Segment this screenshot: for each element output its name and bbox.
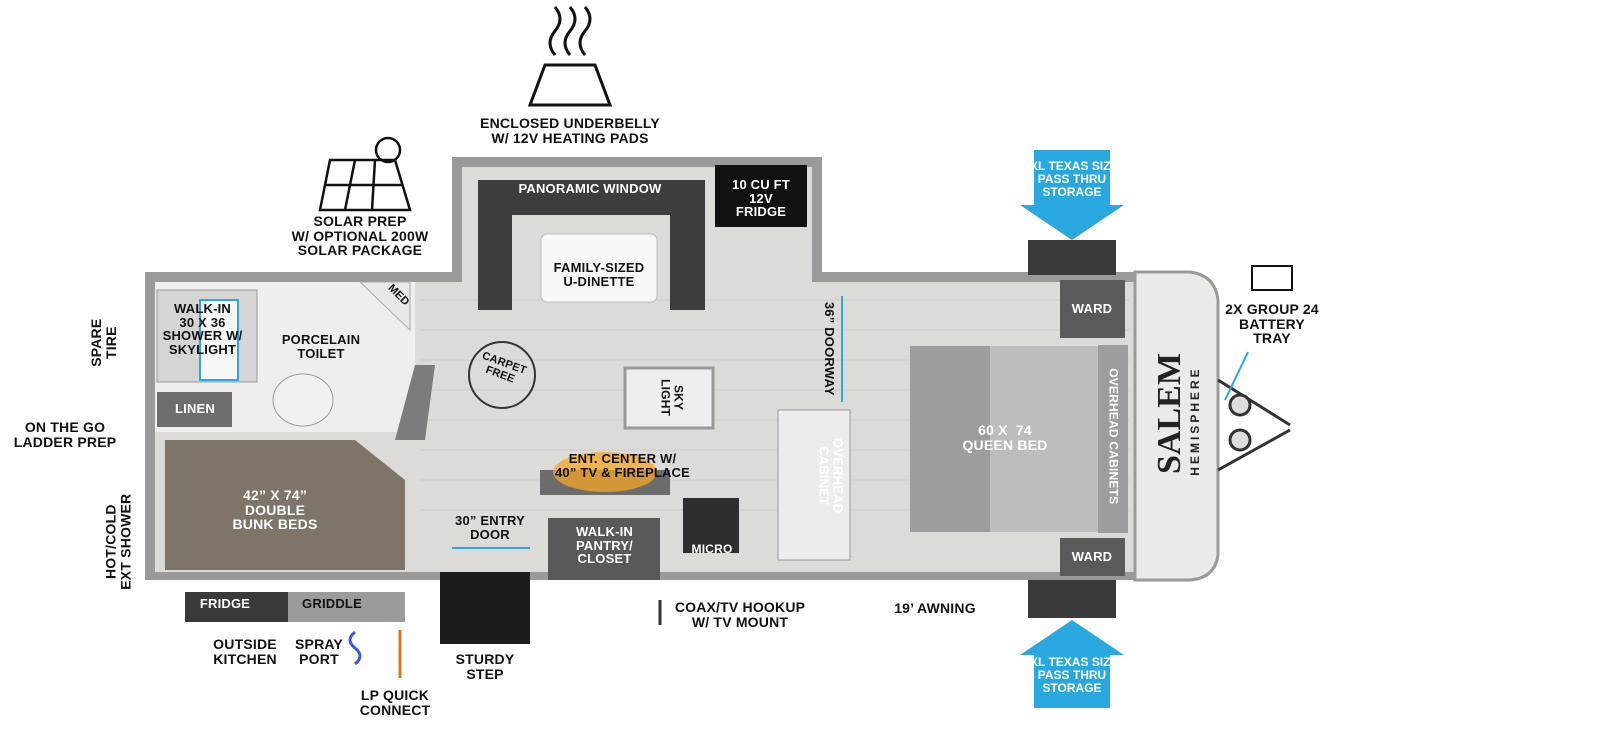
shower-label: WALK-IN 30 X 36 SHOWER W/ SKYLIGHT: [162, 301, 243, 357]
spray-port-label: SPRAY PORT: [295, 636, 343, 667]
bunks-label: 42” X 74” DOUBLE BUNK BEDS: [232, 487, 318, 533]
dinette-u: [478, 180, 705, 310]
micro-label: MICRO: [691, 542, 733, 556]
micro-box: [683, 498, 739, 553]
ward-bottom-label: WARD: [1071, 549, 1113, 564]
ward-top-label: WARD: [1071, 301, 1113, 316]
storage-top-arrow: [1020, 150, 1124, 240]
griddle-label: GRIDDLE: [302, 596, 362, 611]
underbelly-label: ENCLOSED UNDERBELLY W/ 12V HEATING PADS: [480, 115, 660, 146]
heating-icon: [527, 6, 613, 107]
outside-fridge-label: FRIDGE: [199, 596, 251, 611]
fridge-label: 10 CU FT 12V FRIDGE: [732, 177, 790, 220]
entry-label: 30” ENTRY DOOR: [455, 513, 525, 542]
dinette-label: FAMILY-SIZED U-DINETTE: [553, 260, 645, 289]
toilet-label: PORCELAIN TOILET: [281, 332, 361, 361]
fireplace-glow: [553, 452, 657, 492]
entry-steps: [440, 572, 530, 644]
doorway-label: 36” DOORWAY: [821, 301, 837, 396]
storage-top-box: [1028, 240, 1116, 275]
carpet-free-badge: [468, 341, 536, 409]
bath-door: [395, 365, 435, 440]
brand-name: SALEM: [1151, 353, 1188, 474]
storage-top-label: XL TEXAS SIZE PASS THRU STORAGE: [1030, 159, 1119, 200]
ent-center-label: ENT. CENTER W/ 40” TV & FIREPLACE: [554, 451, 691, 480]
skylight-box: [623, 366, 715, 430]
toilet-shape: [272, 373, 334, 427]
ladder-label: ON THE GO LADDER PREP: [13, 419, 117, 450]
fridge-box: [715, 165, 807, 227]
solar-icon: [318, 136, 412, 212]
ext-shower-label: HOT/COLD EXT SHOWER: [102, 493, 133, 590]
pantry-label: WALK-IN PANTRY/ CLOSET: [575, 524, 633, 567]
med-cabinet: [358, 281, 411, 332]
storage-bottom-arrow: [1020, 620, 1124, 708]
panoramic-label: PANORAMIC WINDOW: [518, 181, 662, 196]
dinette-table: [540, 233, 658, 303]
awning-label: 19’ AWNING: [894, 600, 976, 616]
overhead-cabinet-label: OVERHEAD CABINET: [817, 438, 846, 514]
storage-bottom-label: XL TEXAS SIZE PASS THRU STORAGE: [1030, 655, 1119, 696]
linen-box: [157, 392, 232, 427]
front-cap: [1133, 270, 1220, 582]
lp-label: LP QUICK CONNECT: [359, 687, 431, 718]
step-label: STURDY STEP: [455, 651, 515, 682]
spray-hose: [348, 630, 362, 666]
skylight-label: SKY LIGHT: [659, 379, 686, 417]
linen-label: LINEN: [175, 401, 215, 416]
bunk-beds: [165, 440, 405, 570]
overhead-cabinets-box: [1098, 345, 1128, 533]
battery-label: 2X GROUP 24 BATTERY TRAY: [1225, 301, 1319, 347]
battery-icon: [1251, 265, 1293, 291]
pantry-box: [548, 518, 660, 580]
storage-bottom-box: [1028, 580, 1116, 618]
solar-label: SOLAR PREP W/ OPTIONAL 200W SOLAR PACKAG…: [291, 213, 429, 259]
kitchen-counter: [777, 409, 851, 561]
queen-label: 60 X 74 QUEEN BED: [962, 422, 1048, 453]
shower-pan: [199, 299, 239, 381]
overhead-cabinets-label: OVERHEAD CABINETS: [1106, 368, 1121, 505]
battery-pointer: [1224, 351, 1249, 401]
ward-top-box: [1060, 280, 1125, 338]
outside-kitchen-label: OUTSIDE KITCHEN: [213, 636, 277, 667]
queen-bed-cover: [990, 346, 1100, 532]
brand-sub: HEMISPHERE: [1188, 366, 1202, 476]
coax-label: COAX/TV HOOKUP W/ TV MOUNT: [674, 599, 806, 630]
ward-bottom-box: [1060, 538, 1125, 576]
spare-tire-label: SPARE TIRE: [87, 318, 119, 367]
griddle-box: [288, 592, 405, 622]
